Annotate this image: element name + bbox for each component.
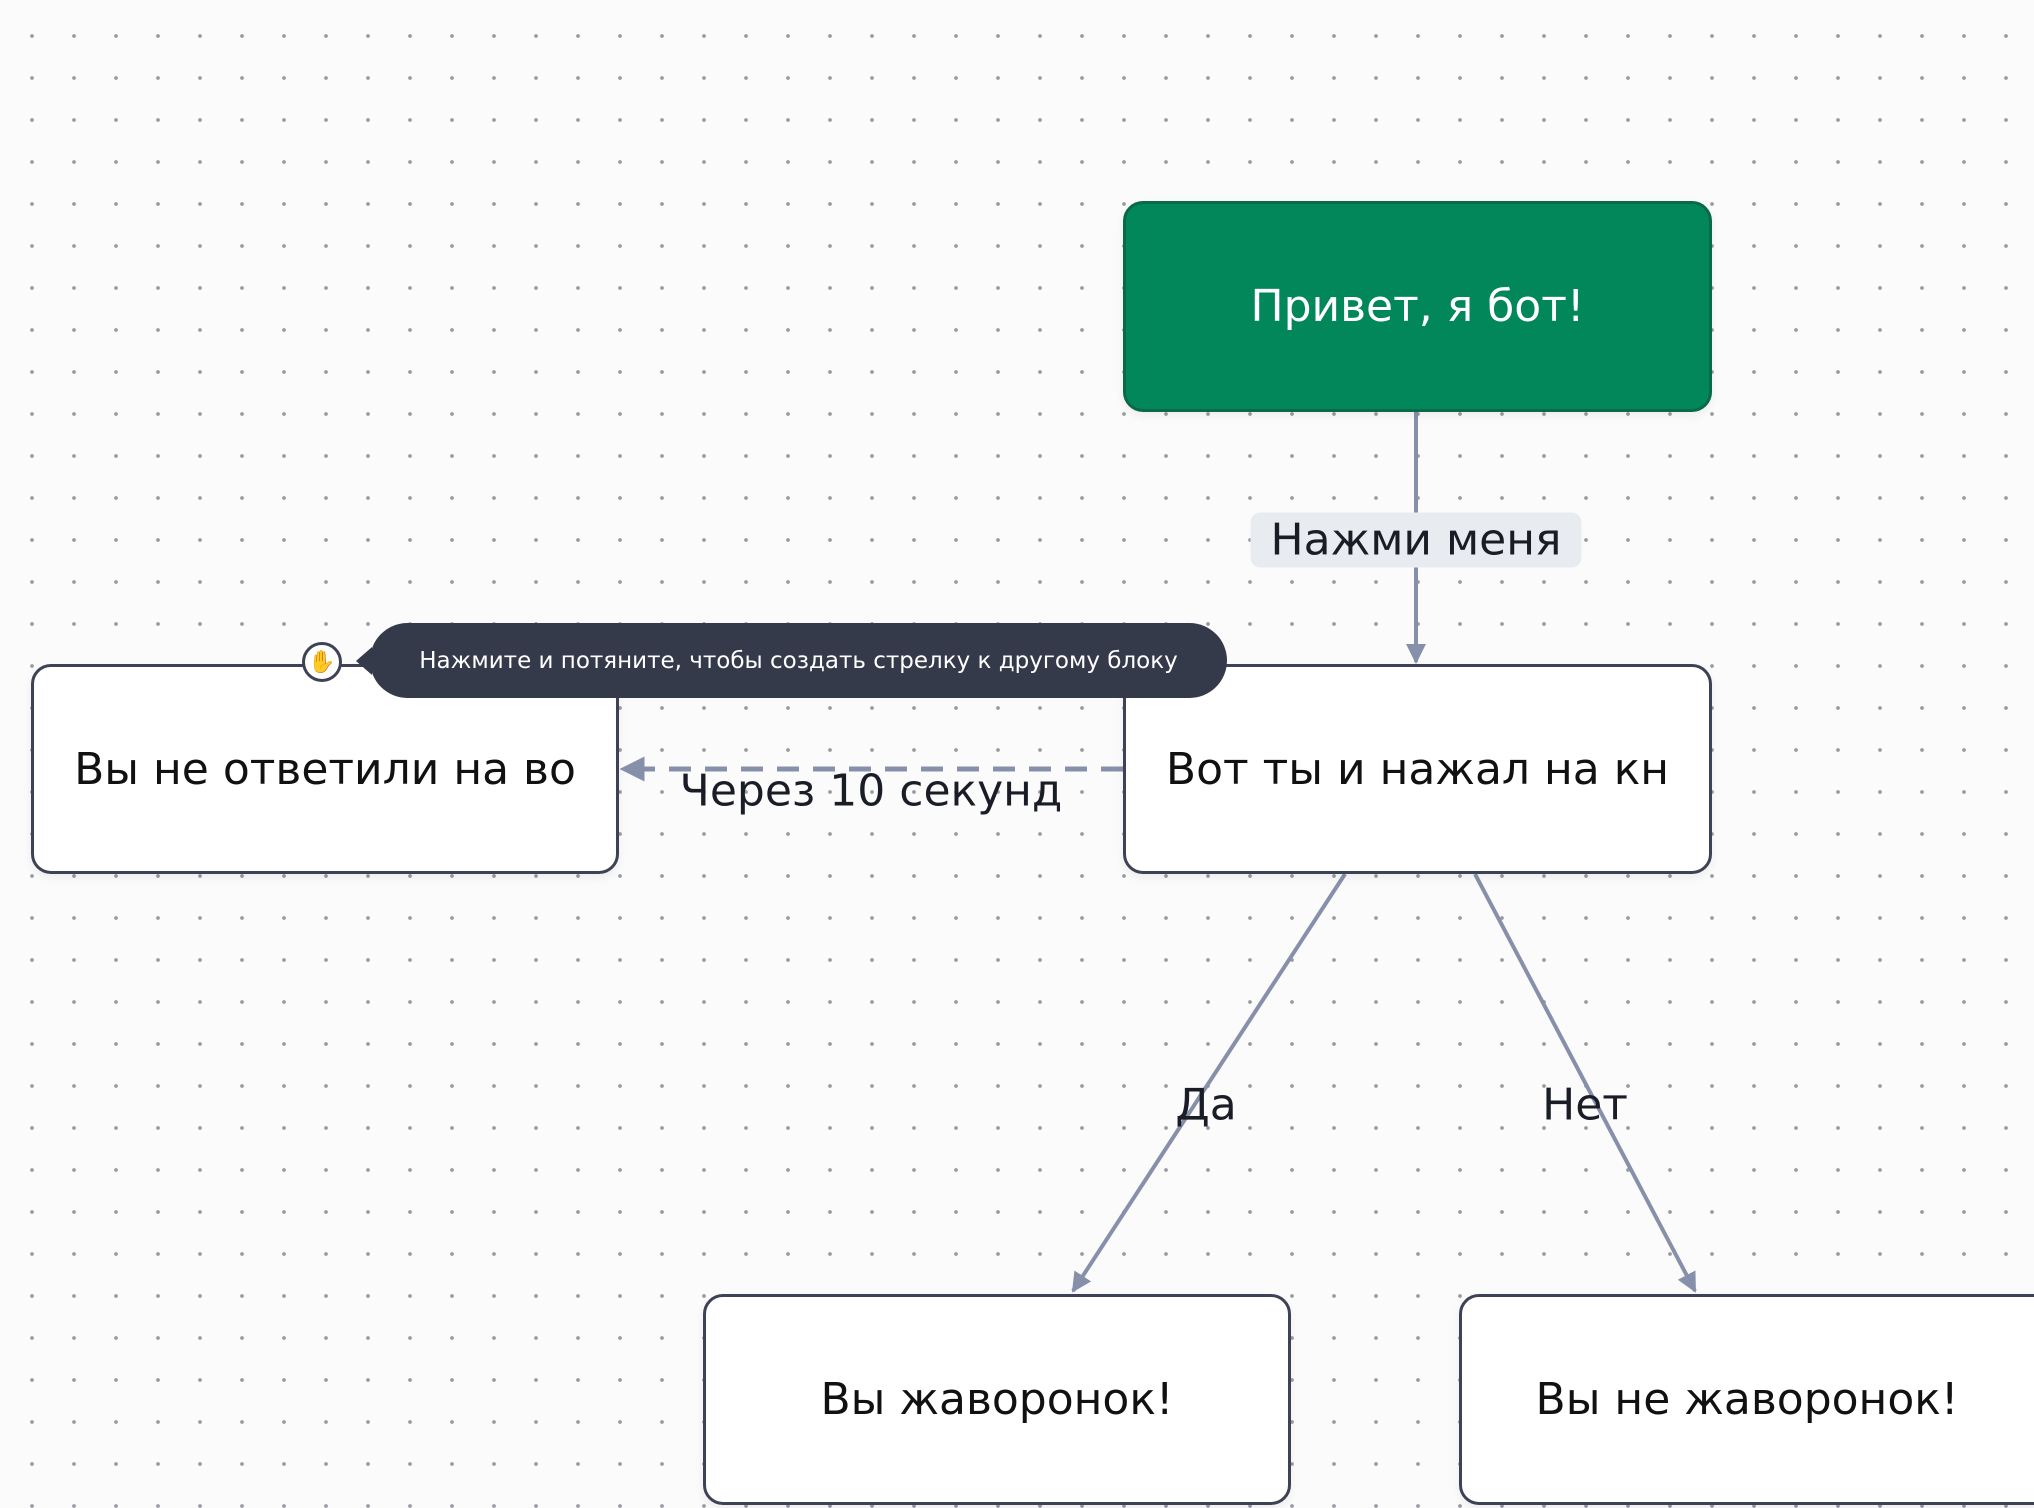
node-not-lark-label: Вы не жаворонок! [1535, 1374, 1959, 1425]
node-no-answer-label: Вы не ответили на во [74, 743, 576, 795]
node-start-label: Привет, я бот! [1250, 281, 1585, 332]
node-lark[interactable]: Вы жаворонок! [703, 1294, 1291, 1505]
tooltip: Нажмите и потяните, чтобы создать стрелк… [356, 623, 1227, 698]
grab-hand-icon: ✋ [308, 649, 336, 675]
node-start[interactable]: Привет, я бот! [1123, 201, 1712, 412]
edge-label-after-10s[interactable]: Через 10 секунд [679, 765, 1063, 817]
edge-label-yes[interactable]: Да [1175, 1079, 1237, 1131]
tooltip-text: Нажмите и потяните, чтобы создать стрелк… [419, 647, 1178, 674]
node-no-answer[interactable]: Вы не ответили на во [31, 664, 619, 874]
connection-handle[interactable]: ✋ [302, 642, 342, 682]
edge-no[interactable] [1473, 873, 1697, 1293]
edge-label-press-me[interactable]: Нажми меня [1250, 512, 1582, 568]
node-pressed[interactable]: Вот ты и нажал на кн [1123, 664, 1712, 874]
edge-yes[interactable] [1071, 872, 1347, 1293]
node-not-lark[interactable]: Вы не жаворонок! [1459, 1294, 2034, 1505]
edge-label-no[interactable]: Нет [1542, 1079, 1628, 1131]
node-pressed-label: Вот ты и нажал на кн [1165, 743, 1670, 795]
node-lark-label: Вы жаворонок! [820, 1374, 1174, 1425]
